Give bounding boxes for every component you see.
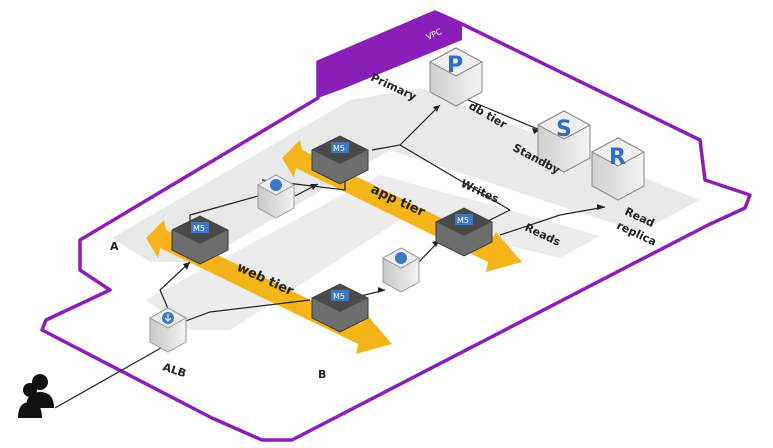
load-balancer-icon — [395, 252, 407, 264]
db-replica-letter: R — [609, 145, 626, 170]
m5-badge: M5 — [457, 216, 469, 225]
db-primary-letter: P — [447, 53, 463, 78]
m5-badge: M5 — [333, 292, 345, 301]
users-icon — [18, 374, 54, 418]
app-instance-b: M5 — [435, 207, 493, 257]
vpc-label-tab — [318, 12, 462, 98]
zone-b-label: B — [318, 368, 326, 381]
zone-a-band — [112, 88, 700, 262]
app-instance-a: M5 — [311, 135, 369, 185]
web-instance-a: M5 — [171, 215, 229, 265]
db-standby: S — [536, 110, 592, 173]
alb-node — [148, 307, 188, 353]
db-primary: P — [428, 47, 484, 107]
m5-badge: M5 — [193, 224, 205, 233]
zone-a-label: A — [110, 240, 119, 253]
db-standby-letter: S — [556, 117, 572, 142]
m5-badge: M5 — [333, 144, 345, 153]
web-instance-b: M5 — [311, 283, 369, 333]
internal-lb-upper — [256, 174, 296, 219]
load-balancer-icon — [270, 179, 282, 191]
internal-lb-lower — [381, 247, 421, 293]
db-replica: R — [590, 137, 646, 201]
load-balancer-icon — [162, 312, 174, 324]
